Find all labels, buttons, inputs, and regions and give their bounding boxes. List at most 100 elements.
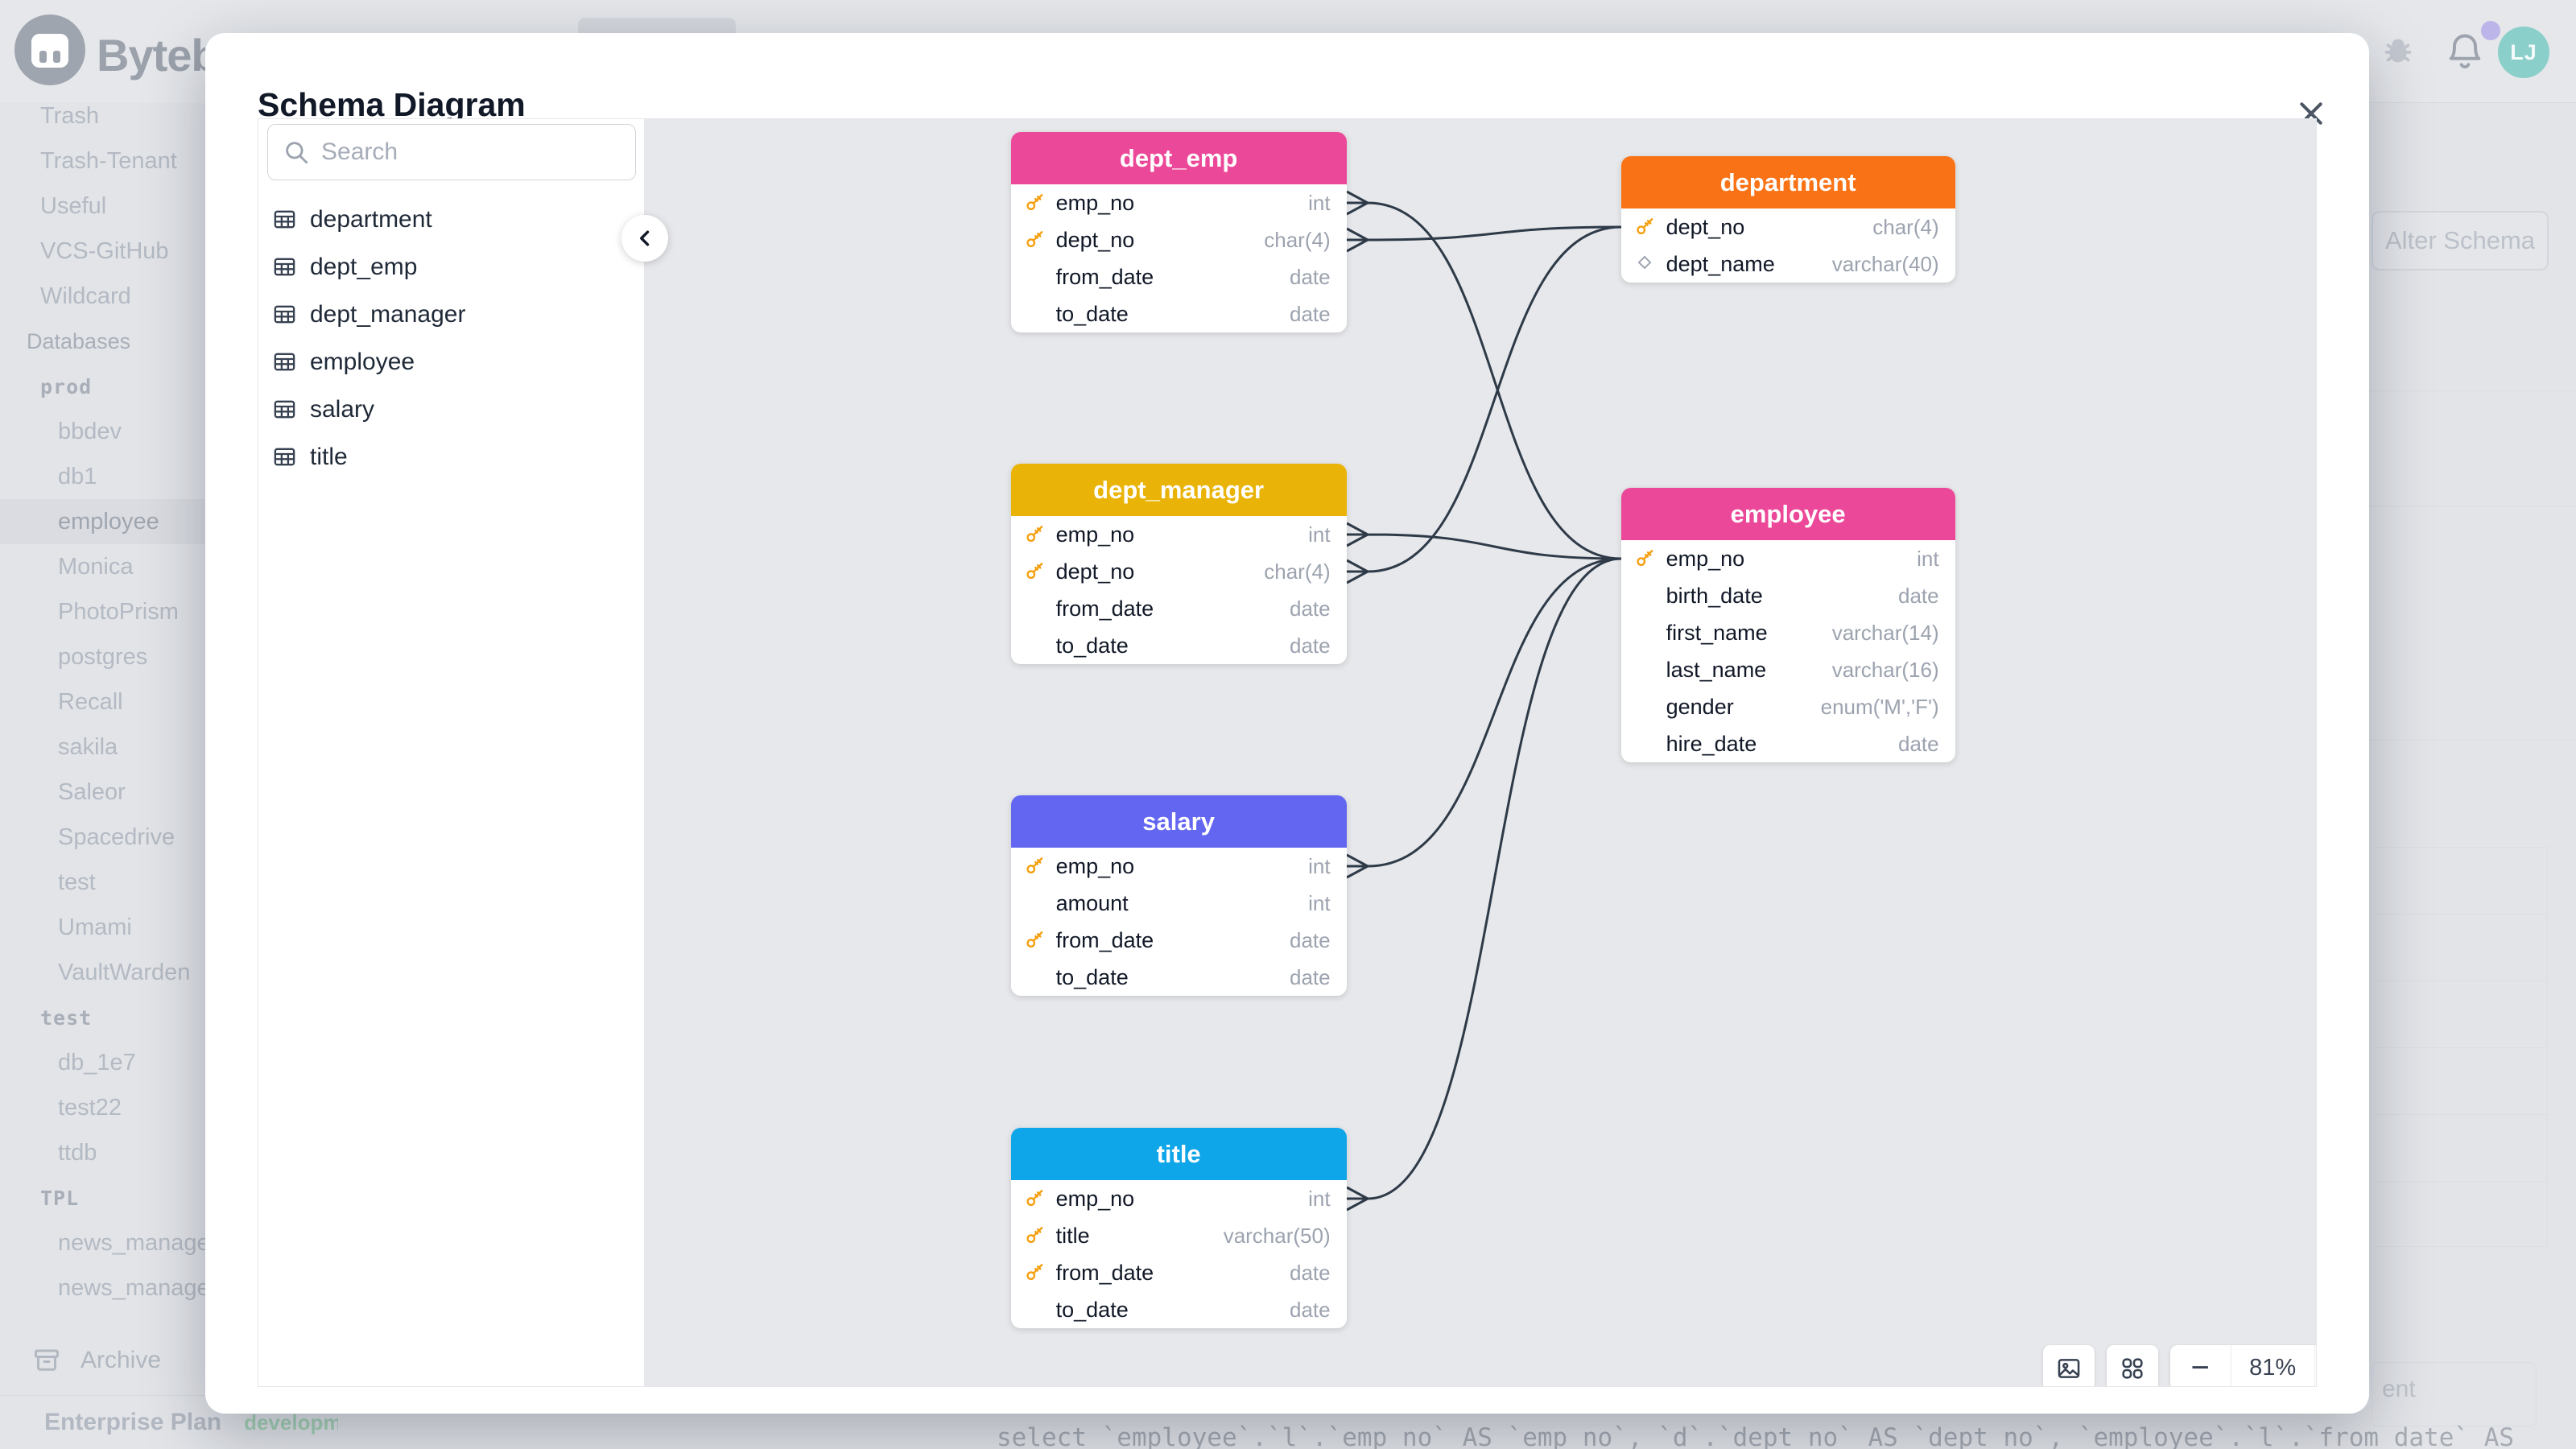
sidebar-item-label: postgres <box>58 643 148 670</box>
auto-layout-button[interactable] <box>2106 1345 2158 1386</box>
column-type: char(4) <box>1264 559 1331 584</box>
column-name: from_date <box>1055 927 1154 952</box>
avatar[interactable]: LJ <box>2498 27 2549 78</box>
sidebar-item[interactable]: Trash-Tenant <box>0 138 205 184</box>
sidebar-item[interactable]: db_1e7 <box>0 1040 205 1085</box>
table-list-item[interactable]: dept_emp <box>258 243 644 291</box>
table-column-row: birth_date date <box>1621 577 1955 614</box>
sidebar-item[interactable]: Saleor <box>0 770 205 815</box>
app-logo[interactable]: Bytebase <box>14 11 205 92</box>
sidebar-item[interactable]: prod <box>0 364 205 409</box>
sidebar-item[interactable]: news_manage <box>0 1220 205 1265</box>
table-card-rows: emp_no int <box>1011 848 1347 996</box>
collapse-panel-button[interactable] <box>621 215 668 262</box>
sidebar-item[interactable]: test <box>0 860 205 905</box>
table-list-item-label: title <box>310 443 348 470</box>
table-column-row: from_date date <box>1011 258 1347 295</box>
sidebar-item[interactable]: employee <box>0 499 205 544</box>
zoom-out-button[interactable]: − <box>2190 1350 2210 1385</box>
sidebar-item[interactable]: Monica <box>0 544 205 589</box>
diagram-canvas[interactable]: dept_emp <box>644 119 2316 1386</box>
sidebar-item[interactable]: test <box>0 995 205 1040</box>
sidebar-item[interactable]: Trash <box>0 93 205 138</box>
archive-label: Archive <box>80 1347 162 1373</box>
sidebar-item-label: Recall <box>58 688 123 715</box>
sidebar-item[interactable]: ttdb <box>0 1130 205 1175</box>
table-card[interactable]: salary <box>1010 795 1347 996</box>
column-type: enum('M','F') <box>1820 694 1939 719</box>
sidebar-item-archive[interactable]: Archive <box>32 1338 161 1383</box>
column-name: title <box>1055 1223 1090 1248</box>
column-type: date <box>1290 633 1331 658</box>
search-input[interactable] <box>321 138 611 166</box>
table-list-item[interactable]: title <box>258 433 644 481</box>
index-icon <box>1637 255 1652 270</box>
column-icon-slot <box>1024 1224 1056 1248</box>
table-card[interactable]: dept_manager <box>1010 464 1347 664</box>
sidebar-item[interactable]: PhotoPrism <box>0 589 205 634</box>
table-column-row: emp_no int <box>1011 516 1347 553</box>
sidebar-item[interactable]: Recall <box>0 679 205 724</box>
primary-key-icon <box>1026 563 1042 580</box>
column-icon-slot <box>1024 1261 1056 1285</box>
primary-key-icon <box>1026 194 1042 211</box>
sidebar-item-label: news_manage <box>58 1274 205 1301</box>
column-name: amount <box>1055 890 1129 915</box>
alter-schema-button[interactable]: Alter Schema <box>2372 211 2549 270</box>
canvas-controls: − 81% + <box>2042 1345 2316 1386</box>
sidebar-item[interactable]: TPL <box>0 1175 205 1220</box>
project-sidebar: Trash Trash-Tenant Useful VCS-GitHub Wil… <box>0 93 205 1311</box>
archive-box-icon <box>35 1349 59 1371</box>
table-card[interactable]: title <box>1010 1128 1347 1328</box>
table-card[interactable]: employee <box>1620 488 1955 762</box>
table-list-item-label: salary <box>310 395 375 423</box>
search-box[interactable] <box>267 124 636 180</box>
bg-divider <box>2369 740 2576 741</box>
table-column-row: amount int <box>1011 885 1347 922</box>
table-column-row: dept_no char(4) <box>1011 553 1347 590</box>
primary-key-icon <box>1637 218 1653 235</box>
column-name: to_date <box>1055 964 1129 989</box>
sidebar-item[interactable]: Wildcard <box>0 274 205 319</box>
column-name: from_date <box>1055 1260 1154 1285</box>
sidebar-item[interactable]: sakila <box>0 724 205 770</box>
sidebar-item[interactable]: db1 <box>0 454 205 499</box>
column-name: emp_no <box>1666 546 1745 571</box>
column-icon-slot <box>1024 854 1056 878</box>
column-icon-slot <box>1024 965 1056 989</box>
column-type: varchar(14) <box>1831 620 1939 645</box>
table-icon <box>274 448 295 466</box>
bg-comment-fragment: ent <box>2372 1362 2537 1426</box>
table-list-item[interactable]: dept_manager <box>258 291 644 338</box>
sidebar-item-label: bbdev <box>58 418 122 444</box>
table-card-rows: emp_no int <box>1011 1180 1347 1328</box>
table-column-row: to_date date <box>1011 959 1347 996</box>
table-list-item[interactable]: department <box>258 196 644 243</box>
sidebar-item[interactable]: Databases <box>0 319 205 364</box>
column-name: to_date <box>1055 633 1129 658</box>
table-list-item[interactable]: employee <box>258 338 644 386</box>
sidebar-item[interactable]: postgres <box>0 634 205 679</box>
sidebar-item-label: Useful <box>40 192 107 219</box>
sidebar-item[interactable]: VCS-GitHub <box>0 229 205 274</box>
primary-key-icon <box>1026 1227 1042 1244</box>
column-type: date <box>1290 964 1331 989</box>
sidebar-item[interactable]: Spacedrive <box>0 815 205 860</box>
notification-bell-icon[interactable] <box>2444 31 2486 76</box>
column-type: varchar(40) <box>1831 251 1939 276</box>
sidebar-item[interactable]: test22 <box>0 1085 205 1130</box>
export-image-button[interactable] <box>2042 1345 2095 1386</box>
table-list-item[interactable]: salary <box>258 386 644 433</box>
sidebar-item[interactable]: Umami <box>0 905 205 950</box>
sidebar-item[interactable]: Useful <box>0 184 205 229</box>
table-card-header: title <box>1010 1128 1347 1180</box>
primary-key-icon <box>1026 526 1042 543</box>
table-card[interactable]: dept_emp <box>1010 132 1347 332</box>
sidebar-item[interactable]: bbdev <box>0 409 205 454</box>
bg-divider <box>2369 390 2576 391</box>
sidebar-item[interactable]: VaultWarden <box>0 950 205 995</box>
zoom-in-button[interactable]: + <box>2315 1345 2316 1386</box>
sidebar-item[interactable]: news_manage <box>0 1265 205 1311</box>
debug-bug-icon[interactable] <box>2380 32 2417 73</box>
table-card[interactable]: department <box>1620 156 1955 283</box>
